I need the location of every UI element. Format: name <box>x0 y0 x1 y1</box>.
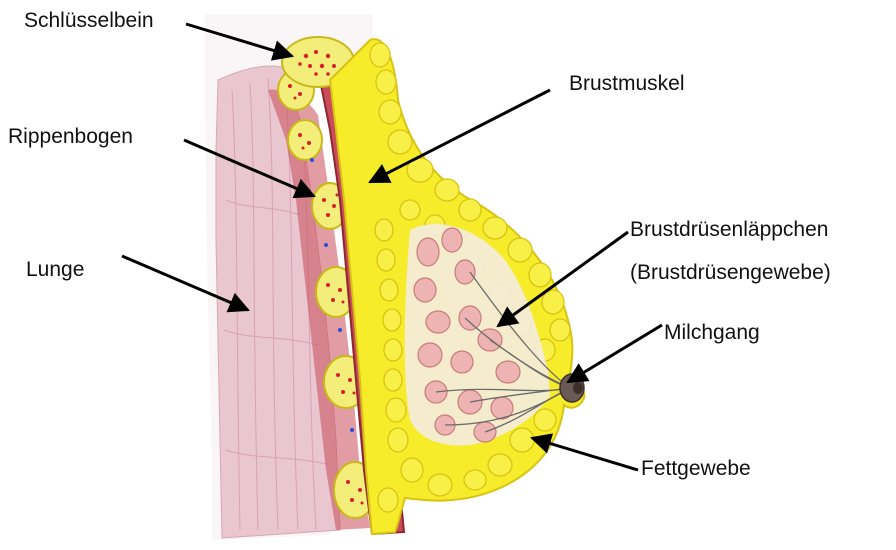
label-rib-arch: Rippenbogen <box>8 126 133 147</box>
arrow-fat-tissue <box>532 438 638 470</box>
label-fat-tissue: Fettgewebe <box>641 458 751 479</box>
label-lobules-subtitle: (Brustdrüsengewebe) <box>630 262 831 283</box>
label-clavicle: Schlüsselbein <box>24 10 154 31</box>
label-lobules: Brustdrüsenläppchen <box>630 219 828 240</box>
arrow-milk-duct <box>568 325 662 382</box>
label-milk-duct: Milchgang <box>664 322 760 343</box>
label-lung: Lunge <box>26 259 84 280</box>
label-pectoral-muscle: Brustmuskel <box>569 73 685 94</box>
